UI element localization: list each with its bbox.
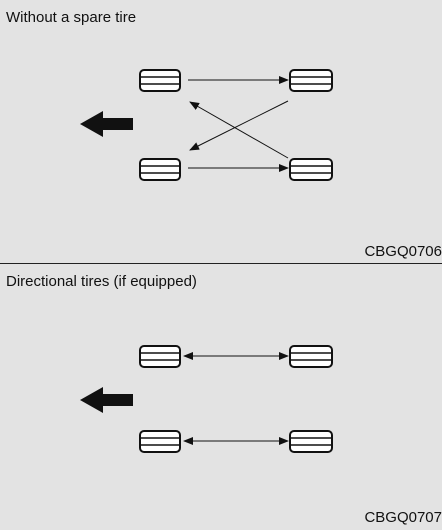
front-direction-arrow-icon [80,111,133,137]
tire-icon [139,430,181,453]
rotation-arrow [189,100,289,151]
panel-title: Without a spare tire [6,9,137,26]
panel-divider [0,263,442,264]
tire-icon [289,69,333,92]
tire-icon [139,69,181,92]
rotation-arrow [189,101,289,159]
tire-icon [289,430,333,453]
tire-icon [139,158,181,181]
figure-code: CBGQ0706 [364,243,442,260]
tire-icon [289,158,333,181]
figure-code: CBGQ0707 [364,509,442,526]
front-direction-arrow-icon [80,387,133,413]
panel-directional-tires: Directional tires (if equipped) [0,264,442,530]
tire-icon [289,345,333,368]
panel-without-spare: Without a spare tire [0,0,442,264]
panel-title: Directional tires (if equipped) [6,273,197,290]
rotation-diagram [80,345,333,453]
tire-icon [139,345,181,368]
rotation-diagram [80,69,333,181]
